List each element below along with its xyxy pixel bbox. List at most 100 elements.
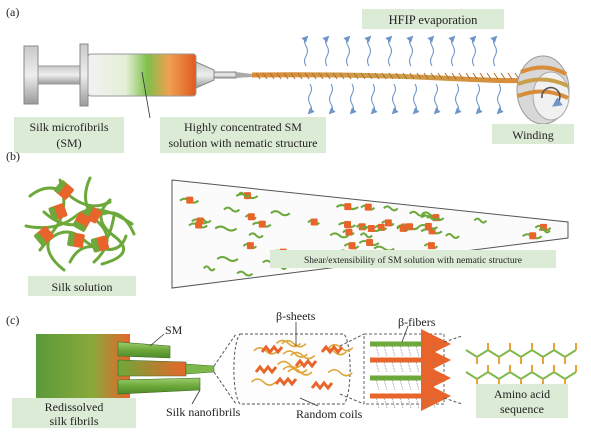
hydrogen-bond <box>431 379 436 391</box>
random-coils-pointer <box>299 397 319 407</box>
hydrogen-bond <box>431 361 436 373</box>
fiber-twist-mark <box>395 72 401 80</box>
evaporation-arrow-up <box>490 35 498 67</box>
evaporation-label-bg <box>362 9 504 29</box>
nanofibril-strand <box>185 363 215 375</box>
channel-fibril <box>329 232 350 239</box>
hydrogen-bond <box>383 345 388 357</box>
hydrogen-bond <box>391 361 396 373</box>
beta-sheet-green <box>48 206 58 221</box>
panel-a-letter: (a) <box>6 5 19 19</box>
hydrogen-bond <box>391 397 396 409</box>
fiber-twist-mark <box>444 72 450 80</box>
evaporation-arrow-up <box>364 35 372 67</box>
beta-fiber-stack <box>363 329 451 411</box>
beta-sheet-zigzag <box>274 376 298 387</box>
channel-beta-sheet <box>399 224 407 232</box>
fiber-twist-mark <box>500 72 506 80</box>
silk-solution-label-bg <box>28 276 136 296</box>
channel-beta-sheet <box>348 242 356 250</box>
amino-label-bg <box>476 384 568 418</box>
channel-fibril <box>236 270 254 277</box>
hydrogen-bond <box>423 379 428 391</box>
beta-sheet-green <box>72 220 87 232</box>
beta-sheet-zigzag <box>260 344 284 355</box>
fiber-twist-mark <box>262 72 268 80</box>
hydrogen-bond <box>399 379 404 391</box>
random-coil <box>251 378 277 386</box>
evaporation-arrow-up <box>448 35 456 67</box>
sm-pointer <box>149 333 165 347</box>
zoom-line-bottom-1 <box>213 371 237 405</box>
fiber-twist-mark <box>493 72 499 80</box>
beta-sheet-green <box>90 238 100 253</box>
zoom-line-bottom-2 <box>339 393 365 405</box>
microfibrils-pointer <box>141 71 151 119</box>
channel-beta-sheet <box>427 242 435 250</box>
fiber-twist-mark <box>290 72 296 80</box>
syringe-barrel <box>87 53 197 97</box>
nanofibrils-label: Silk nanofibrils <box>166 405 241 419</box>
channel-fibril <box>223 206 241 213</box>
channel-fibril <box>445 233 460 240</box>
microfibrils-label-bg <box>14 117 124 153</box>
beta-sheet-green <box>34 232 47 246</box>
fiber-twist-mark <box>269 72 275 80</box>
silk-solution-label: Silk solution <box>51 280 112 294</box>
evaporation-label: HFIP evaporation <box>389 13 479 27</box>
fiber-twist-mark <box>409 72 415 80</box>
spool-wrap-2 <box>517 77 569 88</box>
hydrogen-bond <box>415 345 420 357</box>
beta-sheet-zigzag <box>294 358 318 369</box>
channel-beta-sheet <box>364 203 372 211</box>
random-coil-strand <box>28 186 112 208</box>
channel-beta-sheet <box>345 228 353 236</box>
channel-beta-sheet <box>406 223 414 231</box>
random-coil <box>287 368 313 376</box>
fibril-tube-bottom <box>117 377 201 395</box>
fibril-tube-top <box>117 341 171 359</box>
fiber-twist-mark <box>437 72 443 80</box>
shear-label: Shear/extensibility of SM solution with … <box>304 255 522 266</box>
channel-beta-sheet <box>258 220 266 228</box>
fiber-twist-mark <box>479 72 485 80</box>
microfibrils-label-line2: (SM) <box>56 136 81 150</box>
fiber-twist-mark <box>276 72 282 80</box>
hydrogen-bond <box>375 397 380 409</box>
fibril-block <box>36 334 130 402</box>
spool-rotation-arrow <box>541 86 563 107</box>
fiber-twist-mark <box>465 72 471 80</box>
redissolved-label-line1: Redissolved <box>45 400 104 414</box>
syringe-plunger-cap <box>23 45 39 105</box>
syringe-tip <box>195 61 215 89</box>
beta-fibers <box>370 329 451 411</box>
beta-sheet-block <box>48 203 68 221</box>
evaporation-arrow-down <box>391 83 399 115</box>
random-coil <box>281 339 307 348</box>
random-coils-label: Random coils <box>296 407 363 421</box>
fiber-twist-mark <box>353 72 359 80</box>
channel-beta-sheet <box>366 239 374 247</box>
evaporation-arrow-down <box>370 83 378 115</box>
shear-label-bg <box>270 250 556 268</box>
hydrogen-bond <box>415 379 420 391</box>
fiber-twist-mark <box>367 72 373 80</box>
fiber-twist-mark <box>255 72 261 80</box>
fiber-twist-mark <box>507 72 513 80</box>
hydrogen-bond <box>407 379 412 391</box>
hydrogen-bond <box>431 345 436 357</box>
winding-spool <box>516 55 570 125</box>
channel-fibril <box>270 210 291 217</box>
microfibrils-label-line1: Silk microfibrils <box>30 120 109 134</box>
channel-beta-sheet <box>246 242 254 250</box>
hydrogen-bond <box>383 379 388 391</box>
hydrogen-bond <box>399 361 404 373</box>
spool-wrap-1 <box>520 65 567 76</box>
hydrogen-bond <box>415 397 420 409</box>
beta-sheet-zigzag <box>320 344 344 355</box>
channel-fibril <box>359 232 373 239</box>
fiber-twist-mark <box>360 72 366 80</box>
channel-beta-sheet <box>384 219 392 227</box>
hydrogen-bond <box>407 345 412 357</box>
solution-label-line2: solution with nematic structure <box>169 136 318 150</box>
